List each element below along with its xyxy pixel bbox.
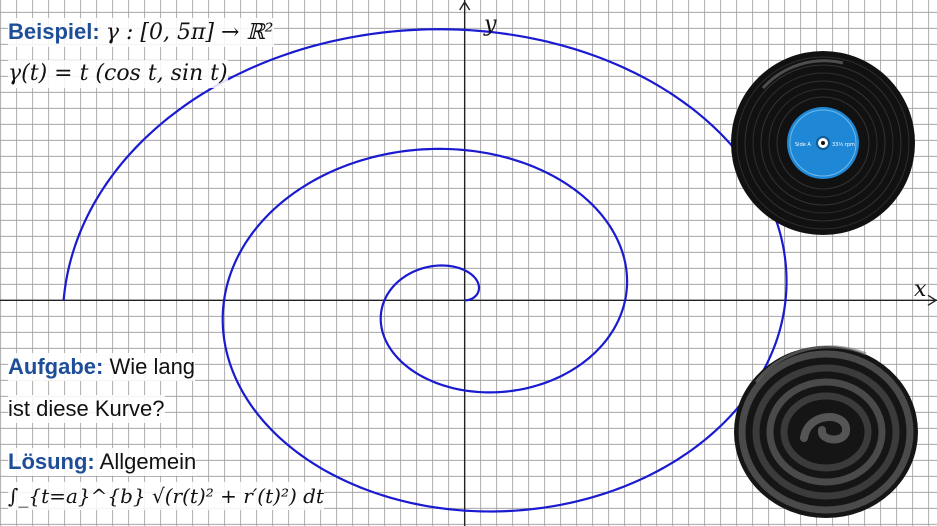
vinyl-record-icon: Side A 33⅓ rpm	[731, 51, 915, 235]
y-axis-label: y	[484, 12, 497, 37]
task-text-1: Wie lang	[109, 354, 196, 379]
example-line: Beispiel: γ : [0, 5π] → ℝ²	[8, 18, 274, 47]
example-keyword: Beispiel:	[8, 19, 100, 44]
task-text-2: ist diese Kurve?	[8, 395, 165, 423]
x-axis-arrow	[927, 294, 937, 306]
solution-text: Allgemein	[99, 449, 197, 474]
arc-length-formula: ∫_{t=a}^{b} √(r(t)² + r′(t)²) dt	[8, 482, 324, 510]
example-definition: γ : [0, 5π] → ℝ²	[105, 20, 274, 45]
licorice-wheel-icon	[734, 345, 918, 518]
solution-line: Lösung: Allgemein	[8, 448, 197, 476]
spiral-curve	[62, 28, 788, 513]
task-keyword: Aufgabe:	[8, 354, 104, 379]
example-parametrization: γ(t) = t (cos t, sin t)	[8, 60, 228, 88]
record-label-left: Side A	[795, 142, 811, 148]
x-axis-label: x	[914, 277, 927, 302]
record-label-right: 33⅓ rpm	[832, 142, 855, 148]
y-axis-arrow	[459, 0, 471, 11]
solution-keyword: Lösung:	[8, 449, 95, 474]
task-line-1: Aufgabe: Wie lang	[8, 353, 196, 381]
